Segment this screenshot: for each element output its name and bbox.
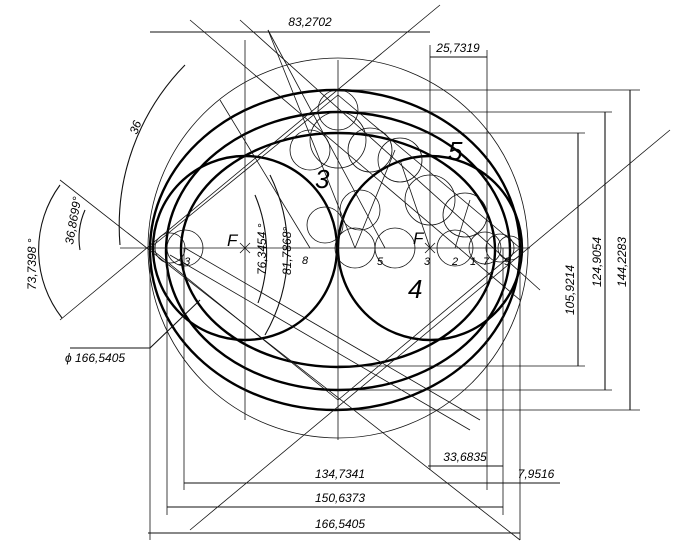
dim-height-outer: 144,2283 [615, 237, 629, 287]
angle-81: 81,7868° [280, 227, 294, 275]
region-number: 3 [315, 164, 330, 194]
angle-73: 73,7398 ° [25, 238, 39, 290]
dim-diameter: ϕ 166,5405 [65, 351, 125, 365]
dim-offset-small: 7,9516 [518, 467, 555, 481]
point-label: 2 [451, 256, 458, 268]
point-label: 5 [377, 256, 384, 268]
point-label: 13 [178, 256, 191, 268]
dimension-lines [38, 31, 631, 534]
point-label: 9 [504, 256, 510, 268]
dim-width-inner: 134,7341 [315, 467, 365, 481]
focus-label-left: F [227, 231, 239, 250]
point-label: 8 [302, 255, 309, 267]
dim-width-outer: 166,5405 [315, 517, 365, 531]
angle-76: 76,3454 ° [255, 223, 269, 275]
focus-label-right: F [413, 229, 425, 248]
dim-height-inner: 105,9214 [563, 265, 577, 315]
point-label: 3 [424, 256, 431, 268]
region-number: 5 [448, 136, 463, 166]
focus-marks [239, 242, 436, 254]
dim-height-middle: 124,9054 [590, 237, 604, 287]
construction-lines [59, 4, 671, 541]
region-number: 4 [408, 274, 422, 304]
dim-top-offset: 25,7319 [435, 41, 480, 55]
angle-36: 36 [127, 118, 145, 136]
point-label: 1 [470, 256, 476, 268]
dim-offset-bottom: 33,6835 [443, 450, 487, 464]
dim-top-width: 83,2702 [288, 15, 332, 29]
dim-width-middle: 150,6373 [315, 491, 365, 505]
point-label: 7 [483, 256, 490, 268]
